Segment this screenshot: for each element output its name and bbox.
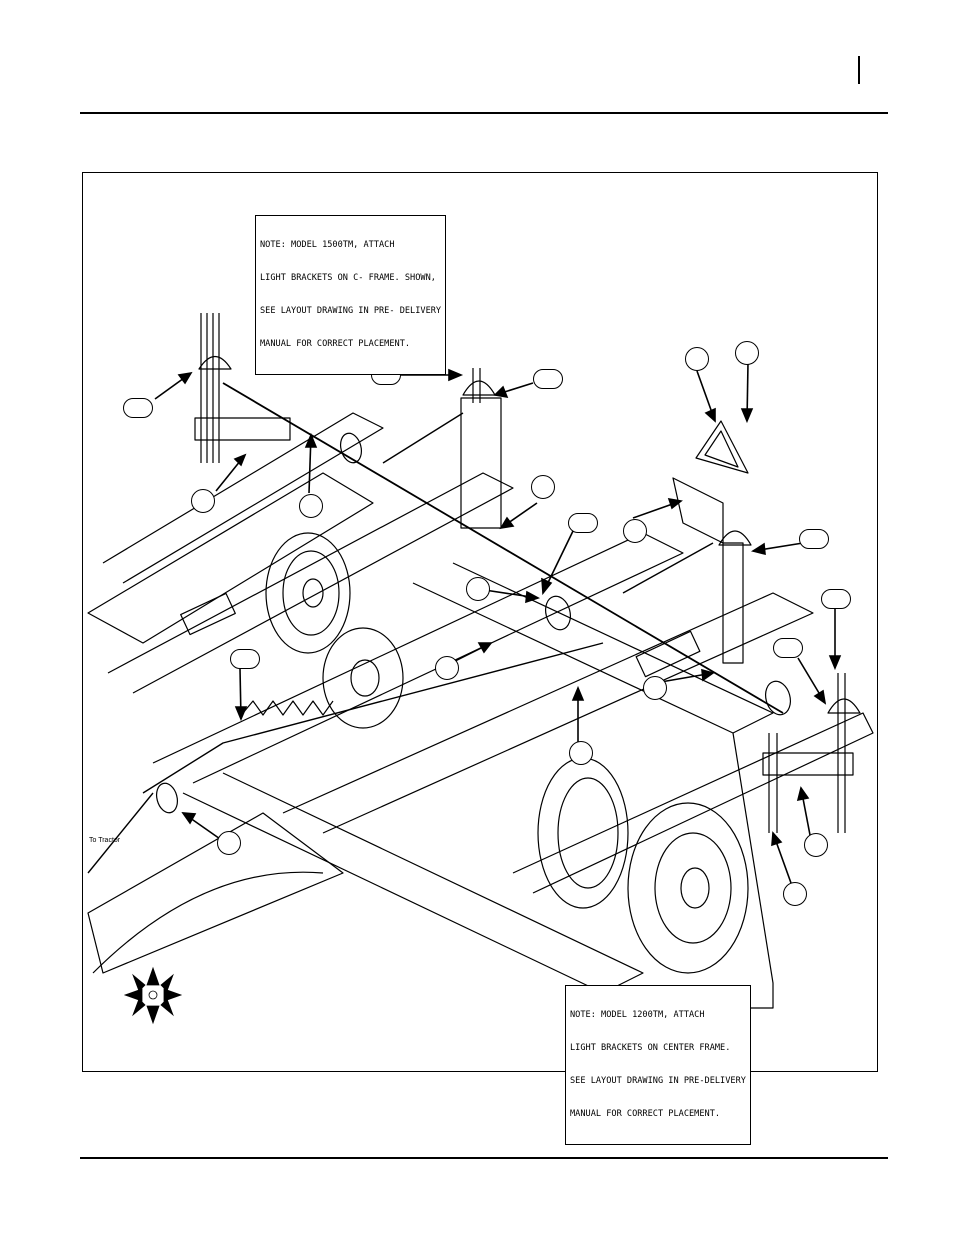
tire-lower-right [627,802,749,974]
wheel-front-center-hub [350,659,380,697]
tire-lower-right-hub [680,867,710,909]
note-bottom-line: SEE LAYOUT DRAWING IN PRE-DELIVERY [570,1076,746,1086]
light-bracket-lower-right [762,752,854,776]
callout-balloon [123,398,153,418]
tractor-label: To Tractor [89,837,121,844]
cylinder-right [635,630,701,678]
figure-frame: NOTE: MODEL 1500TM, ATTACH LIGHT BRACKET… [82,172,878,1145]
callout-balloon [533,369,563,389]
reflector-ring-2 [545,595,571,631]
note-bottom-line: MANUAL FOR CORRECT PLACEMENT. [570,1109,721,1119]
triangle-sms [695,420,749,474]
compass-rose-icon [123,966,183,1025]
harness-lower [142,642,604,794]
harness-center [382,412,464,464]
note-bottom-line: LIGHT BRACKETS ON CENTER FRAME. [570,1043,731,1053]
frame-side-beam [182,772,644,994]
light-bracket-right-post [722,542,744,664]
light-bracket-left [194,417,291,441]
wheel-front-center [322,627,404,729]
harness-front [87,792,154,874]
harness-right [622,542,714,594]
rear-wheel-left-hub [302,578,324,608]
callout-balloon [299,494,323,518]
light-lower-right [827,698,861,714]
frame-rail-right [512,712,874,894]
note-top: NOTE: MODEL 1500TM, ATTACH LIGHT BRACKET… [255,215,447,375]
harness-main [222,382,784,714]
note-bottom-line: NOTE: MODEL 1200TM, ATTACH [570,1010,705,1020]
callout-balloon [804,833,828,857]
frame-cross-beam [412,562,774,734]
callout-balloon [623,519,647,543]
light-right [718,530,752,546]
callout-balloon [230,649,260,669]
cylinder-left [180,592,236,636]
header-tab-mark [858,56,860,84]
callout-balloon [466,577,490,601]
reflector-ring-3 [765,680,791,716]
frame-outline-left [87,472,374,644]
note-top-line: SEE LAYOUT DRAWING IN PRE- DELIVERY [260,306,442,316]
sms-bracket [672,477,724,544]
callout-balloon [799,529,829,549]
callout-balloon [531,475,555,499]
callout-balloon [783,882,807,906]
callout-balloon [643,676,667,700]
tire-lower-right-rim [654,832,732,944]
callout-balloon [685,347,709,371]
assembly-diagram [87,313,874,1025]
triangle-sms-inner [704,430,739,468]
note-top-line: LIGHT BRACKETS ON C- FRAME. SHOWN, [260,273,436,283]
callout-balloon [569,741,593,765]
callout-balloon [217,831,241,855]
callout-balloon [821,589,851,609]
rear-wheel-left [265,532,351,654]
reflector-ring-4 [155,782,179,814]
note-bottom: NOTE: MODEL 1200TM, ATTACH LIGHT BRACKET… [565,985,751,1145]
callout-balloon [435,656,459,680]
callout-balloon [773,638,803,658]
callout-balloon [735,341,759,365]
frame-rail-top [102,412,384,584]
callout-balloon [568,513,598,533]
light-bracket-center [460,397,502,529]
wheel-lower-mid-inner [557,777,619,889]
rear-wheel-left-inner [282,550,340,636]
footer-rule [80,1157,888,1159]
reflector-ring-1 [339,432,363,464]
callout-balloon [191,489,215,513]
note-top-line: NOTE: MODEL 1500TM, ATTACH [260,240,395,250]
light-center [462,380,496,396]
light-left [198,355,232,370]
spring-coil [242,700,334,716]
bottom-note-leader [732,732,774,1009]
hitch-curve [92,871,324,974]
header-rule [80,112,888,114]
frame-rail-front [282,592,814,834]
wheel-lower-mid [537,757,629,909]
hitch-tongue [87,812,344,974]
note-top-line: MANUAL FOR CORRECT PLACEMENT. [260,339,411,349]
